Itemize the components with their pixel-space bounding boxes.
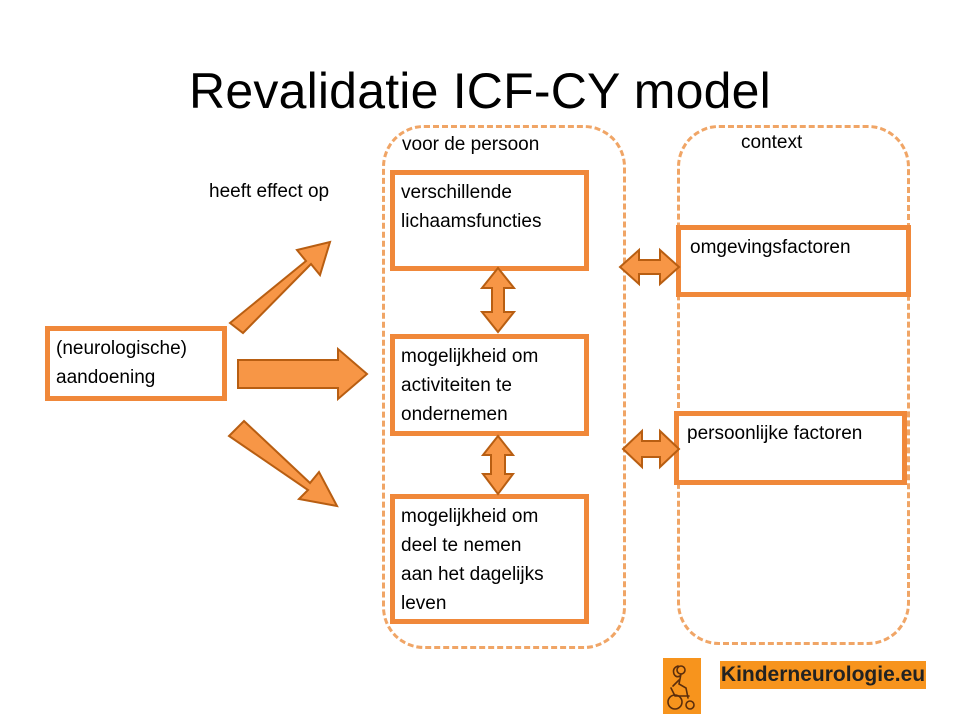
- person-group-border: [382, 125, 626, 649]
- body-functions-line: verschillende: [401, 182, 512, 203]
- environmental-factors-line: omgevingsfactoren: [690, 237, 851, 258]
- personal-factors-box: persoonlijke factoren: [674, 411, 907, 485]
- activities-box: mogelijkheid om activiteiten te ondernem…: [390, 334, 589, 436]
- logo-icon: [663, 658, 701, 714]
- double-arrow-body-activities: [479, 266, 517, 334]
- arrow-to-activities: [237, 346, 369, 402]
- condition-box: (neurologische) aandoening: [45, 326, 227, 401]
- condition-line: (neurologische): [56, 338, 187, 359]
- body-functions-line: lichaamsfuncties: [401, 211, 542, 232]
- participation-box: mogelijkheid om deel te nemen aan het da…: [390, 494, 589, 624]
- participation-line: leven: [401, 593, 447, 614]
- double-arrow-activities-participation: [480, 434, 516, 496]
- environmental-factors-box: omgevingsfactoren: [676, 225, 911, 297]
- context-group-label: context: [741, 132, 803, 153]
- arrow-to-body-functions: [228, 240, 332, 335]
- activities-line: mogelijkheid om: [401, 346, 539, 367]
- activities-line: ondernemen: [401, 404, 508, 425]
- activities-line: activiteiten te: [401, 375, 512, 396]
- body-functions-box: verschillende lichaamsfuncties: [390, 170, 589, 271]
- double-arrow-personal: [621, 428, 681, 470]
- double-arrow-environmental: [618, 247, 681, 287]
- page-title: Revalidatie ICF-CY model: [189, 63, 771, 119]
- context-group-border: [677, 125, 910, 645]
- arrow-to-participation: [227, 419, 339, 508]
- condition-line: aandoening: [56, 367, 156, 388]
- effect-label: heeft effect op: [209, 181, 330, 202]
- personal-factors-line: persoonlijke factoren: [687, 423, 863, 444]
- person-group-label: voor de persoon: [402, 134, 540, 155]
- participation-line: deel te nemen: [401, 535, 522, 556]
- participation-line: mogelijkheid om: [401, 506, 539, 527]
- participation-line: aan het dagelijks: [401, 564, 544, 585]
- logo-text: Kinderneurologie.eu: [720, 661, 926, 689]
